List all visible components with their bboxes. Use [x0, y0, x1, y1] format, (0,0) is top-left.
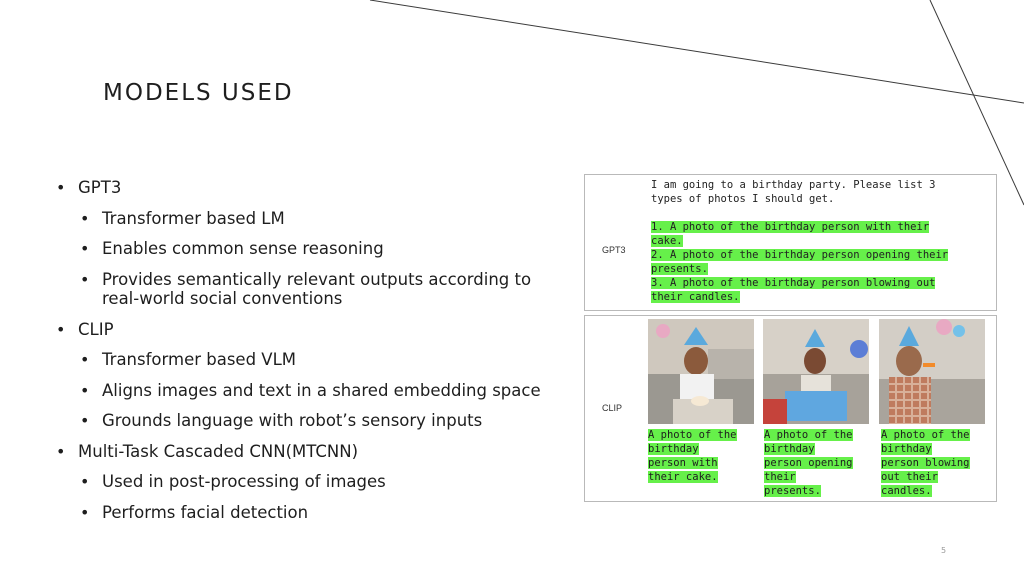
caption-line: their cake.: [648, 470, 760, 484]
bullet-dot: •: [80, 380, 90, 400]
answer-line: cake.: [651, 234, 993, 248]
caption-line: person with: [648, 456, 760, 470]
sub-bullet: • Aligns images and text in a shared embe…: [56, 381, 566, 401]
bullet-dot: •: [56, 319, 66, 339]
answer-text: their candles.: [651, 291, 740, 303]
answer-line: presents.: [651, 262, 993, 276]
bullet-dot: •: [80, 502, 90, 522]
sub-bullet: • Transformer based LM: [56, 209, 566, 229]
caption-line: A photo of the: [648, 428, 760, 442]
sub-bullet: • Performs facial detection: [56, 503, 566, 523]
clip-label: CLIP: [602, 403, 623, 413]
caption-text: A photo of the: [648, 429, 737, 441]
bullet-text: Enables common sense reasoning: [102, 239, 384, 258]
photo-illustration: [648, 319, 754, 424]
answer-text: 2. A photo of the birthday person openin…: [651, 249, 949, 261]
bullet-dot: •: [80, 472, 90, 491]
sub-bullet: • Used in post-processing of images: [56, 472, 566, 492]
photo-illustration: [879, 319, 985, 424]
bullet-gpt3: • GPT3: [56, 178, 566, 198]
bullet-dot: •: [80, 269, 90, 289]
caption-line: candles.: [881, 484, 993, 498]
bullet-dot: •: [56, 441, 66, 461]
caption-text: person with: [648, 457, 718, 469]
caption-line: A photo of the: [764, 428, 876, 442]
caption-text: their cake.: [648, 471, 718, 483]
gpt3-answers: 1. A photo of the birthday person with t…: [651, 220, 993, 304]
caption-line: presents.: [764, 484, 876, 498]
answer-text: cake.: [651, 235, 683, 247]
bullet-dot: •: [80, 208, 90, 228]
answer-text: presents.: [651, 263, 708, 275]
birthday-photo-cake: [648, 319, 754, 424]
caption-text: birthday: [764, 443, 815, 455]
answer-text: 1. A photo of the birthday person with t…: [651, 221, 930, 233]
prompt-line: types of photos I should get.: [651, 193, 835, 205]
caption-text: out their: [881, 471, 938, 483]
bullet-text: CLIP: [78, 319, 114, 339]
bullet-text: Used in post-processing of images: [102, 472, 386, 491]
prompt-line: I am going to a birthday party. Please l…: [651, 179, 936, 191]
caption-text: person opening: [764, 457, 853, 469]
page-number: 5: [941, 546, 947, 555]
caption-line: out their: [881, 470, 993, 484]
caption-3: A photo of the birthday person blowing o…: [881, 428, 993, 498]
bullet-text: Performs facial detection: [102, 502, 309, 522]
answer-line: 3. A photo of the birthday person blowin…: [651, 276, 993, 290]
clip-panel: CLIP: [584, 315, 997, 502]
caption-text: presents.: [764, 485, 821, 497]
birthday-photo-candles: [879, 319, 985, 424]
caption-line: birthday: [648, 442, 760, 456]
sub-bullet: • Enables common sense reasoning: [56, 239, 566, 259]
bullet-dot: •: [80, 350, 90, 369]
caption-1: A photo of the birthday person with thei…: [648, 428, 760, 484]
bullet-list: • GPT3 • Transformer based LM • Enables com…: [56, 178, 566, 533]
bullet-dot: •: [80, 411, 90, 430]
caption-line: A photo of the: [881, 428, 993, 442]
slide-title: MODELS USED: [103, 80, 294, 106]
caption-line: birthday: [881, 442, 993, 456]
answer-text: 3. A photo of the birthday person blowin…: [651, 277, 936, 289]
answer-line: their candles.: [651, 290, 993, 304]
caption-text: A photo of the: [764, 429, 853, 441]
bullet-dot: •: [80, 239, 90, 258]
bullet-text: Transformer based VLM: [102, 350, 297, 369]
caption-text: their: [764, 471, 796, 483]
bullet-text: Provides semantically relevant outputs a…: [102, 269, 532, 309]
caption-line: person opening: [764, 456, 876, 470]
bullet-text: Aligns images and text in a shared embed…: [102, 380, 541, 400]
caption-text: candles.: [881, 485, 932, 497]
caption-text: birthday: [881, 443, 932, 455]
gpt3-prompt: I am going to a birthday party. Please l…: [651, 178, 991, 206]
bullet-text: Transformer based LM: [102, 208, 285, 228]
caption-text: A photo of the: [881, 429, 970, 441]
answer-line: 1. A photo of the birthday person with t…: [651, 220, 993, 234]
sub-bullet: • Provides semantically relevant outputs …: [56, 270, 566, 309]
answer-line: 2. A photo of the birthday person openin…: [651, 248, 993, 262]
bullet-dot: •: [56, 178, 66, 197]
caption-text: birthday: [648, 443, 699, 455]
sub-bullet: • Transformer based VLM: [56, 350, 566, 370]
caption-line: person blowing: [881, 456, 993, 470]
caption-2: A photo of the birthday person opening t…: [764, 428, 876, 498]
caption-text: person blowing: [881, 457, 970, 469]
sub-bullet: • Grounds language with robot’s sensory i…: [56, 411, 566, 431]
photo-illustration: [763, 319, 869, 424]
bullet-text: Multi-Task Cascaded CNN(MTCNN): [78, 441, 359, 461]
birthday-photo-presents: [763, 319, 869, 424]
bullet-text: Grounds language with robot’s sensory in…: [102, 411, 483, 430]
gpt3-label: GPT3: [602, 245, 626, 255]
caption-line: birthday: [764, 442, 876, 456]
caption-line: their: [764, 470, 876, 484]
gpt3-panel: GPT3 I am going to a birthday party. Ple…: [584, 174, 997, 311]
bullet-text: GPT3: [78, 178, 122, 197]
bullet-clip: • CLIP: [56, 320, 566, 340]
bullet-mtcnn: • Multi-Task Cascaded CNN(MTCNN): [56, 442, 566, 462]
